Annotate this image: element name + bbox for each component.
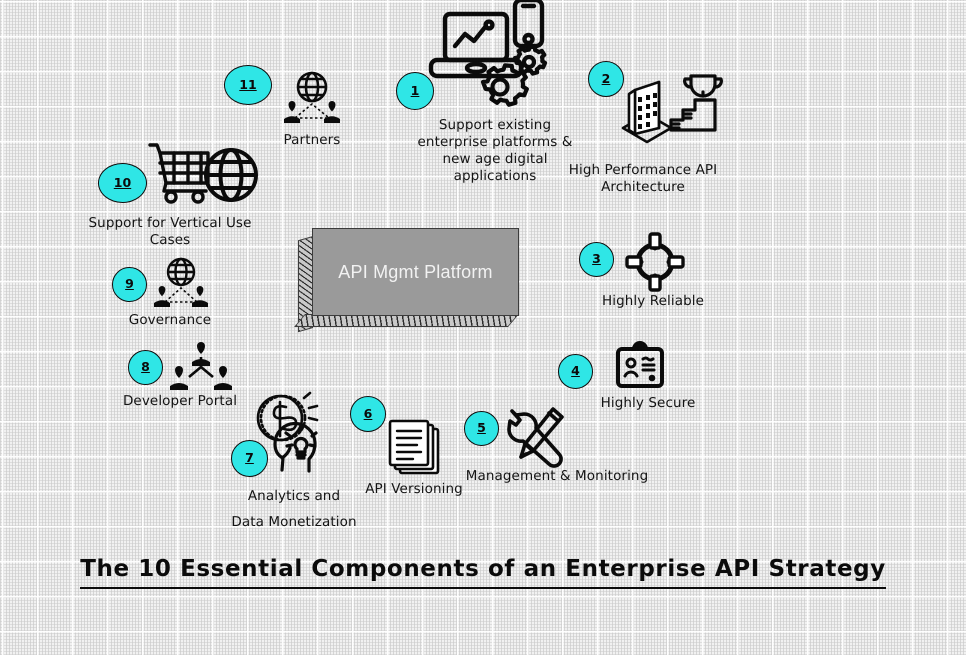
node-8-number[interactable]: 8 <box>128 350 163 385</box>
node-3-number-text: 3 <box>592 251 601 267</box>
node-4-number[interactable]: 4 <box>558 354 593 389</box>
node-2-number-text: 2 <box>601 70 611 86</box>
node-9-number[interactable]: 9 <box>112 267 147 302</box>
platform-face: API Mgmt Platform <box>312 228 519 316</box>
diagram-title-text: The 10 Essential Components of an Enterp… <box>80 556 886 589</box>
globe-people-icon <box>153 257 209 310</box>
diagram-title: The 10 Essential Components of an Enterp… <box>0 556 966 589</box>
node-5-label: Management & Monitoring <box>465 468 649 484</box>
people-network-icon <box>170 340 232 392</box>
node-5-number-text: 5 <box>477 420 486 436</box>
node-8-number-text: 8 <box>141 359 150 375</box>
wrench-pencil-icon <box>505 406 567 468</box>
platform-label: API Mgmt Platform <box>338 261 493 282</box>
node-7-label: Analytics and Data Monetization <box>231 488 357 530</box>
node-10-number[interactable]: 10 <box>98 163 147 203</box>
node-7-number-text: 7 <box>245 450 254 466</box>
node-3-label: Highly Reliable <box>601 293 705 309</box>
node-11-number[interactable]: 11 <box>224 65 272 105</box>
globe-people-icon <box>283 71 341 126</box>
node-6-label: API Versioning <box>365 481 463 497</box>
node-10-label: Support for Vertical Use Cases <box>88 215 252 248</box>
node-7-number[interactable]: 7 <box>231 440 268 477</box>
node-1-number[interactable]: 1 <box>396 72 434 110</box>
node-2-label: High Performance API Architecture <box>568 162 718 195</box>
api-mgmt-platform-box[interactable]: API Mgmt Platform <box>294 228 519 333</box>
node-1-label: Support existing enterprise platforms & … <box>417 117 573 184</box>
node-5-number[interactable]: 5 <box>464 411 499 446</box>
node-6-number[interactable]: 6 <box>350 396 386 432</box>
node-10-number-text: 10 <box>113 174 132 190</box>
stacked-documents-icon <box>388 419 444 477</box>
node-9-number-text: 9 <box>125 276 134 292</box>
node-11-label: Partners <box>283 132 341 148</box>
node-9-label: Governance <box>128 312 212 328</box>
dollar-coin-head-bulb-icon <box>252 391 336 474</box>
node-4-number-text: 4 <box>571 363 580 379</box>
node-1-number-text: 1 <box>410 82 420 98</box>
building-trophy-stairs-icon <box>615 70 725 155</box>
node-6-number-text: 6 <box>363 405 373 421</box>
node-3-number[interactable]: 3 <box>579 242 614 277</box>
laptop-phone-gears-icon <box>425 0 548 110</box>
cart-globe-icon <box>148 142 258 210</box>
node-8-label: Developer Portal <box>122 393 238 409</box>
node-4-label: Highly Secure <box>600 395 696 411</box>
id-badge-icon <box>614 340 666 392</box>
crosshair-target-icon <box>625 232 685 292</box>
node-11-number-text: 11 <box>239 76 257 92</box>
node-2-number[interactable]: 2 <box>588 61 624 97</box>
